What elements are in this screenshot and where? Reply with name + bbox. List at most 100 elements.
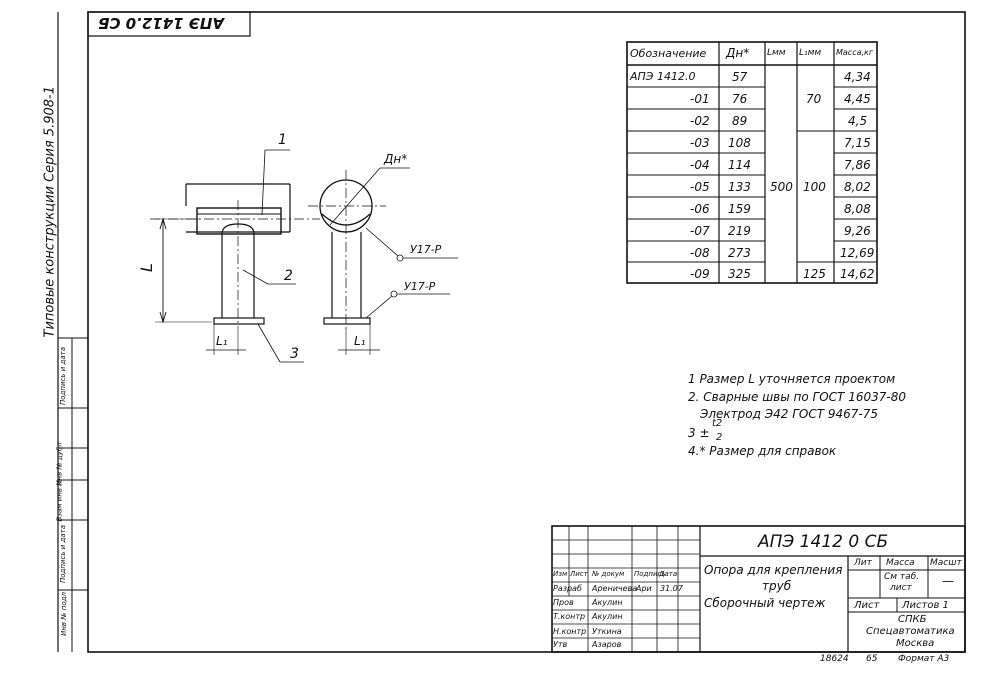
table-row-designation: -01 (690, 92, 710, 106)
table-L1-group-b: 100 (803, 180, 826, 194)
table-row-designation: -03 (690, 136, 710, 150)
table-row-dn: 76 (732, 92, 748, 106)
table-row-dn: 273 (728, 246, 751, 260)
table-row-designation: АПЭ 1412.0 (630, 70, 696, 83)
callout-3: 3 (290, 346, 299, 362)
title-scale-value: — (942, 574, 954, 588)
side-field-label: Подпись и дата (58, 347, 67, 405)
title-col-scale: Масшт (930, 558, 962, 568)
dim-L1-left: L₁ (216, 334, 228, 348)
title-col-mass: Масса (886, 558, 915, 568)
series-vertical-text: Типовые конструкции Серия 5.908-1 (42, 85, 58, 338)
side-field-label: Инв № подл (59, 592, 68, 636)
note-2: 2. Сварные швы по ГОСТ 16037-80 (688, 390, 906, 404)
table-row-mass: 7,86 (844, 158, 871, 172)
title-name-1: Опора для крепления (704, 563, 843, 577)
title-col-lit: Лит (854, 558, 872, 568)
title-name-2: труб (762, 579, 792, 593)
table-row-designation: -06 (690, 202, 710, 216)
role-name: Акулин (592, 598, 623, 607)
footer-b: 65 (866, 654, 878, 664)
note-3: 3 ± (688, 426, 710, 440)
table-row-mass: 4,5 (848, 114, 868, 128)
front-view (150, 149, 320, 363)
table-row-designation: -08 (690, 246, 710, 260)
footer-number: 18624 (820, 654, 849, 664)
table-row-mass: 8,08 (844, 202, 871, 216)
footer-format: Формат А3 (898, 654, 950, 664)
sheet-frame (87, 11, 966, 653)
top-stamp: АПЭ 1412.0 СБ (98, 14, 224, 32)
title-org-2: Спецавтоматика (866, 626, 955, 637)
title-block-grid (551, 525, 966, 653)
title-sheets-label: Листов 1 (902, 600, 949, 611)
table-row-designation: -09 (690, 267, 710, 281)
table-L1-group-a: 70 (806, 92, 822, 106)
table-row-dn: 57 (732, 70, 748, 84)
role-name: Уткина (592, 627, 622, 636)
table-row-dn: 159 (728, 202, 751, 216)
weld-label-bottom: У17-Р (404, 280, 436, 293)
table-row-mass: 4,34 (844, 70, 871, 84)
note-3-den: 2 (716, 432, 723, 443)
table-row-mass: 7,15 (844, 136, 871, 150)
side-view (308, 167, 458, 355)
table-row-dn: 133 (728, 180, 751, 194)
side-field-label: Инв № дубл (55, 442, 64, 486)
role-name: Акулин (592, 612, 623, 621)
table-row-designation: -04 (690, 158, 710, 172)
top-stamp-box (87, 11, 251, 37)
title-mass-value2: лист (890, 583, 912, 593)
role-name: Ареничева (592, 584, 638, 593)
title-code: АПЭ 1412 0 СБ (758, 532, 889, 552)
side-field-label: Подпись и дата (58, 525, 67, 583)
table-row-dn: 219 (728, 224, 751, 238)
tb-hdr-date: Дата (659, 570, 678, 578)
table-row-mass: 12,69 (840, 246, 875, 260)
th-mass: Масса,кг (836, 48, 874, 57)
note-1: 1 Размер L уточняется проектом (688, 372, 896, 386)
table-row-dn: 108 (728, 136, 751, 150)
table-row-mass: 14,62 (840, 267, 875, 281)
role-name: Азаров (592, 640, 622, 649)
role-sign: Ари (636, 584, 652, 593)
callout-1: 1 (278, 132, 287, 148)
spec-table-grid (626, 41, 878, 284)
title-org-3: Москва (896, 638, 935, 649)
title-mass-value: См таб. (884, 572, 920, 582)
table-row-designation: -07 (690, 224, 710, 238)
note-3-num: t2 (712, 418, 723, 429)
title-org-1: СПКБ (898, 614, 927, 625)
dim-L1-right: L₁ (354, 334, 366, 348)
table-row-mass: 4,45 (844, 92, 871, 106)
table-L1-group-c: 125 (803, 267, 826, 281)
weld-label-top: У17-Р (410, 243, 442, 256)
table-row-dn: 114 (728, 158, 751, 172)
table-L-value: 500 (770, 180, 793, 194)
tb-hdr-list: Лист (570, 570, 588, 578)
th-designation: Обозначение (630, 47, 707, 60)
table-row-dn: 89 (732, 114, 748, 128)
th-L: Lмм (767, 48, 786, 58)
dim-L-label: L (136, 263, 156, 272)
role-label: Н.контр (553, 627, 587, 636)
note-2b: Электрод Э42 ГОСТ 9467-75 (700, 407, 878, 421)
tb-hdr-izm: Изм (553, 570, 568, 578)
tb-hdr-doc: № докум (592, 570, 625, 578)
tb-hdr-sign: Подпись (634, 570, 666, 578)
callout-2: 2 (284, 268, 293, 284)
role-label: Разраб (553, 584, 582, 593)
role-label: Т.контр (553, 612, 586, 621)
title-name-3: Сборочный чертеж (704, 596, 826, 610)
note-4: 4.* Размер для справок (688, 444, 837, 458)
role-label: Утв (553, 640, 568, 649)
th-L1: L₁мм (799, 48, 822, 58)
dim-Dn-label: Дн* (384, 152, 408, 166)
role-date: 31.07 (660, 584, 683, 593)
table-row-designation: -02 (690, 114, 710, 128)
title-sheet-label: Лист (854, 600, 880, 611)
table-row-dn: 325 (728, 267, 751, 281)
role-label: Пров (553, 598, 574, 607)
table-row-mass: 9,26 (844, 224, 871, 238)
